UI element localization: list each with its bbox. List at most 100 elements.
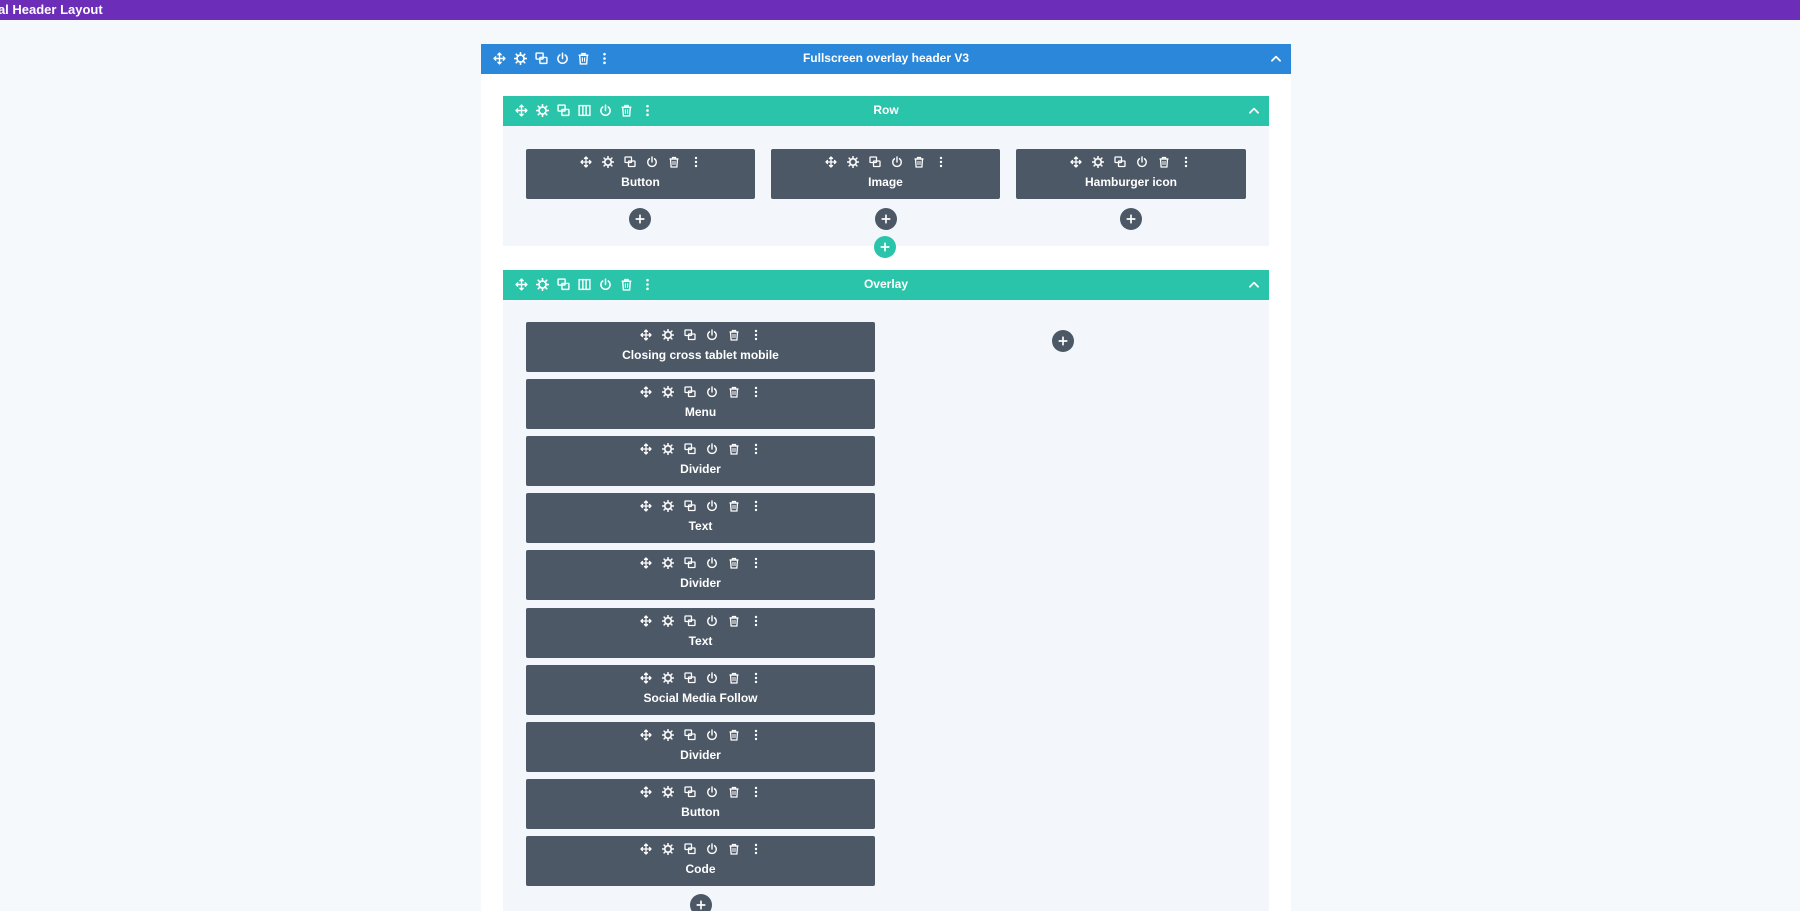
duplicate-icon[interactable] — [535, 52, 548, 65]
duplicate-icon[interactable] — [1114, 156, 1126, 168]
gear-icon[interactable] — [661, 843, 674, 855]
trash-icon[interactable] — [728, 786, 740, 798]
trash-icon[interactable] — [913, 156, 925, 168]
more-icon[interactable] — [750, 672, 762, 684]
gear-icon[interactable] — [601, 156, 614, 168]
more-icon[interactable] — [750, 615, 762, 627]
module-closing-cross[interactable]: Closing cross tablet mobile — [526, 322, 875, 372]
more-icon[interactable] — [750, 329, 762, 341]
move-icon[interactable] — [579, 156, 592, 168]
duplicate-icon[interactable] — [683, 786, 696, 798]
add-module-button[interactable] — [1120, 208, 1142, 230]
move-icon[interactable] — [515, 278, 528, 291]
module-divider[interactable]: Divider — [526, 550, 875, 600]
power-icon[interactable] — [599, 278, 612, 291]
duplicate-icon[interactable] — [557, 278, 570, 291]
power-icon[interactable] — [706, 557, 718, 569]
duplicate-icon[interactable] — [683, 443, 696, 455]
duplicate-icon[interactable] — [623, 156, 636, 168]
gear-icon[interactable] — [536, 278, 549, 291]
trash-icon[interactable] — [728, 386, 740, 398]
module-menu[interactable]: Menu — [526, 379, 875, 429]
add-module-button[interactable] — [690, 894, 712, 911]
section-header[interactable]: Fullscreen overlay header V3 — [481, 44, 1291, 74]
power-icon[interactable] — [706, 672, 718, 684]
power-icon[interactable] — [706, 843, 718, 855]
gear-icon[interactable] — [1092, 156, 1104, 168]
add-module-button[interactable] — [629, 208, 651, 230]
more-icon[interactable] — [598, 52, 611, 65]
gear-icon[interactable] — [536, 104, 549, 117]
trash-icon[interactable] — [1158, 156, 1170, 168]
move-icon[interactable] — [639, 557, 652, 569]
module-text[interactable]: Text — [526, 608, 875, 658]
add-module-button[interactable] — [875, 208, 897, 230]
power-icon[interactable] — [706, 500, 718, 512]
more-icon[interactable] — [750, 443, 762, 455]
move-icon[interactable] — [639, 329, 652, 341]
power-icon[interactable] — [1136, 156, 1148, 168]
module-code[interactable]: Code — [526, 836, 875, 886]
trash-icon[interactable] — [668, 156, 680, 168]
duplicate-icon[interactable] — [683, 729, 696, 741]
gear-icon[interactable] — [846, 156, 859, 168]
add-module-button[interactable] — [1052, 330, 1074, 352]
move-icon[interactable] — [1070, 156, 1082, 168]
trash-icon[interactable] — [728, 329, 740, 341]
gear-icon[interactable] — [661, 615, 674, 627]
module-button[interactable]: Button — [526, 149, 755, 199]
module-hamburger-icon[interactable]: Hamburger icon — [1016, 149, 1246, 199]
trash-icon[interactable] — [728, 557, 740, 569]
move-icon[interactable] — [639, 500, 652, 512]
move-icon[interactable] — [639, 672, 652, 684]
trash-icon[interactable] — [728, 500, 740, 512]
columns-icon[interactable] — [578, 278, 591, 291]
module-social-media-follow[interactable]: Social Media Follow — [526, 665, 875, 715]
duplicate-icon[interactable] — [557, 104, 570, 117]
gear-icon[interactable] — [661, 672, 674, 684]
duplicate-icon[interactable] — [683, 557, 696, 569]
trash-icon[interactable] — [728, 843, 740, 855]
more-icon[interactable] — [750, 557, 762, 569]
more-icon[interactable] — [935, 156, 947, 168]
power-icon[interactable] — [706, 443, 718, 455]
row-header[interactable]: Overlay — [503, 270, 1269, 300]
trash-icon[interactable] — [728, 672, 740, 684]
power-icon[interactable] — [706, 729, 718, 741]
trash-icon[interactable] — [728, 729, 740, 741]
module-image[interactable]: Image — [771, 149, 1000, 199]
row-collapse-button[interactable] — [1247, 104, 1261, 118]
gear-icon[interactable] — [661, 386, 674, 398]
power-icon[interactable] — [706, 329, 718, 341]
gear-icon[interactable] — [661, 443, 674, 455]
trash-icon[interactable] — [577, 52, 590, 65]
power-icon[interactable] — [556, 52, 569, 65]
gear-icon[interactable] — [661, 729, 674, 741]
columns-icon[interactable] — [578, 104, 591, 117]
power-icon[interactable] — [706, 386, 718, 398]
power-icon[interactable] — [599, 104, 612, 117]
add-row-button[interactable] — [874, 236, 896, 258]
more-icon[interactable] — [750, 786, 762, 798]
move-icon[interactable] — [493, 52, 506, 65]
module-divider[interactable]: Divider — [526, 722, 875, 772]
duplicate-icon[interactable] — [683, 386, 696, 398]
row-header[interactable]: Row — [503, 96, 1269, 126]
module-button[interactable]: Button — [526, 779, 875, 829]
gear-icon[interactable] — [661, 329, 674, 341]
trash-icon[interactable] — [728, 615, 740, 627]
trash-icon[interactable] — [620, 278, 633, 291]
trash-icon[interactable] — [728, 443, 740, 455]
duplicate-icon[interactable] — [683, 615, 696, 627]
row-collapse-button[interactable] — [1247, 278, 1261, 292]
duplicate-icon[interactable] — [683, 329, 696, 341]
power-icon[interactable] — [706, 786, 718, 798]
section-collapse-button[interactable] — [1269, 52, 1283, 66]
more-icon[interactable] — [641, 104, 654, 117]
power-icon[interactable] — [891, 156, 903, 168]
move-icon[interactable] — [639, 386, 652, 398]
power-icon[interactable] — [706, 615, 718, 627]
gear-icon[interactable] — [661, 557, 674, 569]
duplicate-icon[interactable] — [868, 156, 881, 168]
move-icon[interactable] — [515, 104, 528, 117]
